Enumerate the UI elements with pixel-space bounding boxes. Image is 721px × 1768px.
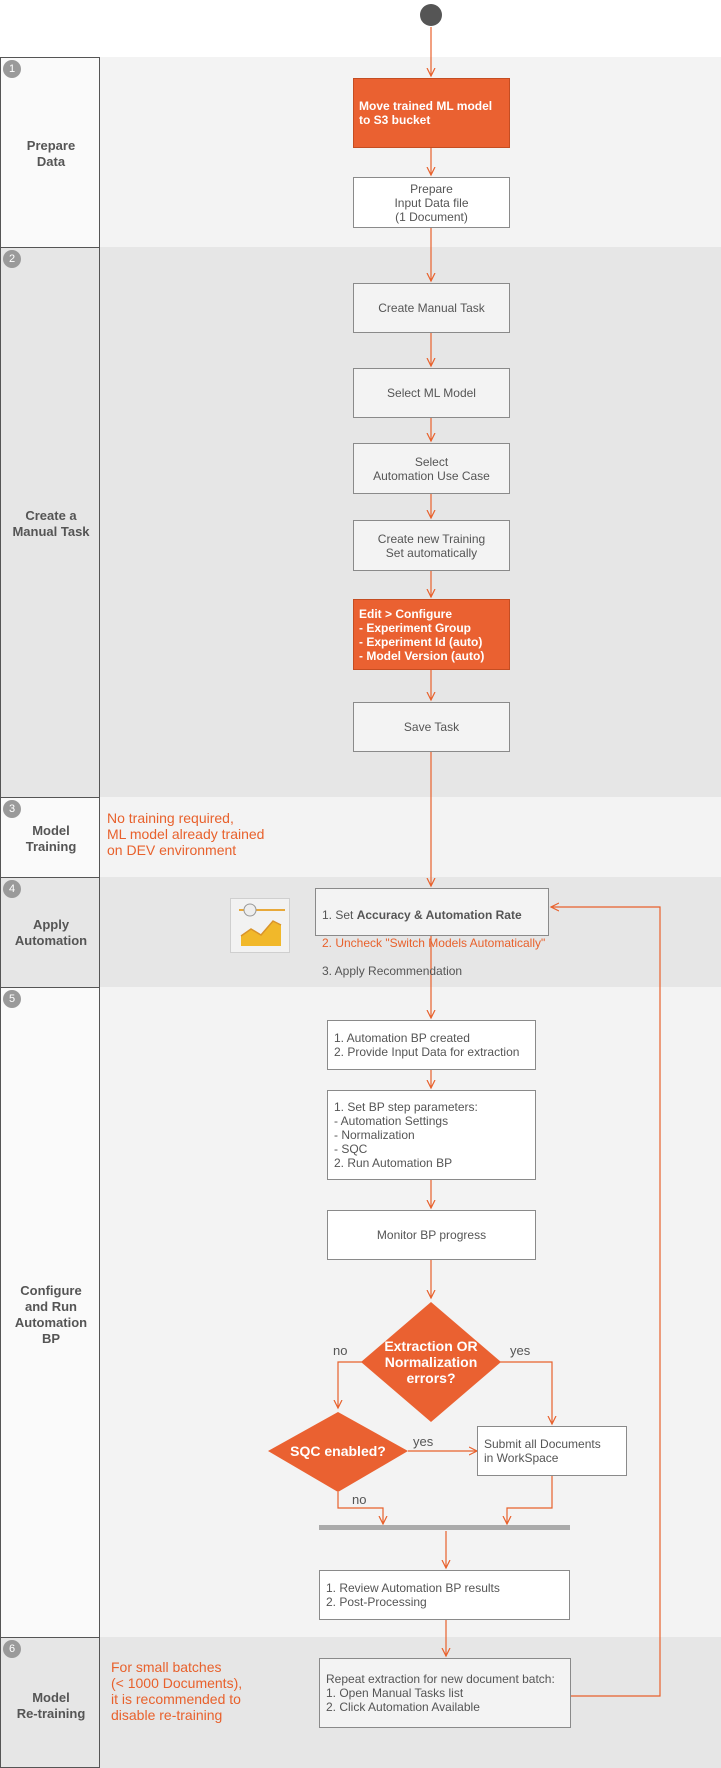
- lane-title: Apply Automation: [14, 917, 88, 948]
- prepare-input-node: Prepare Input Data file (1 Document): [353, 177, 510, 228]
- lane-number: 4: [3, 880, 21, 898]
- apply-step-1-emphasis: Accuracy & Automation Rate: [356, 908, 522, 922]
- note-retraining: For small batches (< 1000 Documents), it…: [111, 1659, 243, 1723]
- lane-model-retraining: 6 Model Re-training: [0, 1637, 100, 1768]
- lane-title: Model Training: [25, 823, 77, 854]
- select-ml-model-node: Select ML Model: [353, 368, 510, 418]
- bp-params-node: 1. Set BP step parameters: - Automation …: [327, 1090, 536, 1180]
- move-model-node: Move trained ML model to S3 bucket: [353, 78, 510, 148]
- repeat-node: Repeat extraction for new document batch…: [319, 1658, 571, 1728]
- edge-label-errors-no: no: [333, 1343, 348, 1358]
- edge-label-sqc-no: no: [352, 1492, 367, 1507]
- create-training-set-node: Create new Training Set automatically: [353, 520, 510, 571]
- lane-number: 2: [3, 250, 21, 268]
- apply-step-1: 1. Set Accuracy & Automation Rate: [322, 908, 548, 922]
- edit-configure-node: Edit > Configure - Experiment Group - Ex…: [353, 599, 510, 670]
- automation-chart-icon: [230, 898, 290, 953]
- monitor-node: Monitor BP progress: [327, 1210, 536, 1260]
- band-model-training: [0, 797, 721, 877]
- select-use-case-node: Select Automation Use Case: [353, 443, 510, 494]
- apply-step-1-prefix: 1. Set: [322, 908, 357, 922]
- edge-label-errors-yes: yes: [510, 1343, 531, 1358]
- decision-sqc-label: SQC enabled?: [290, 1443, 386, 1459]
- join-bar: [319, 1525, 570, 1530]
- note-model-training: No training required, ML model already t…: [107, 810, 265, 858]
- lane-title: Configure and Run Automation BP: [14, 1283, 88, 1346]
- review-node: 1. Review Automation BP results 2. Post-…: [319, 1570, 570, 1620]
- lane-title: Model Re-training: [16, 1690, 86, 1721]
- lane-apply-automation: 4 Apply Automation: [0, 877, 100, 988]
- lane-number: 1: [3, 60, 21, 78]
- lane-title: Prepare Data: [26, 138, 76, 169]
- bp-created-node: 1. Automation BP created 2. Provide Inpu…: [327, 1020, 536, 1070]
- start-node: [420, 4, 442, 26]
- apply-step-3: 3. Apply Recommendation: [322, 964, 463, 978]
- decision-errors-shape: [361, 1302, 501, 1422]
- decision-errors-label: Extraction OR Normalization errors?: [384, 1338, 478, 1386]
- lane-number: 6: [3, 1640, 21, 1658]
- apply-step-2: 2. Uncheck "Switch Models Automatically": [322, 936, 546, 950]
- create-manual-task-node: Create Manual Task: [353, 283, 510, 333]
- edge-label-sqc-yes: yes: [413, 1434, 434, 1449]
- lane-configure-run: 5 Configure and Run Automation BP: [0, 987, 100, 1638]
- lane-model-training: 3 Model Training: [0, 797, 100, 878]
- submit-docs-node: Submit all Documents in WorkSpace: [477, 1426, 627, 1476]
- lane-number: 5: [3, 990, 21, 1008]
- save-task-node: Save Task: [353, 702, 510, 752]
- decision-sqc-shape: [268, 1412, 408, 1492]
- lane-create-manual-task: 2 Create a Manual Task: [0, 247, 100, 798]
- apply-automation-node: 1. Set Accuracy & Automation Rate 2. Unc…: [315, 888, 549, 978]
- lane-title: Create a Manual Task: [12, 508, 90, 539]
- lane-number: 3: [3, 800, 21, 818]
